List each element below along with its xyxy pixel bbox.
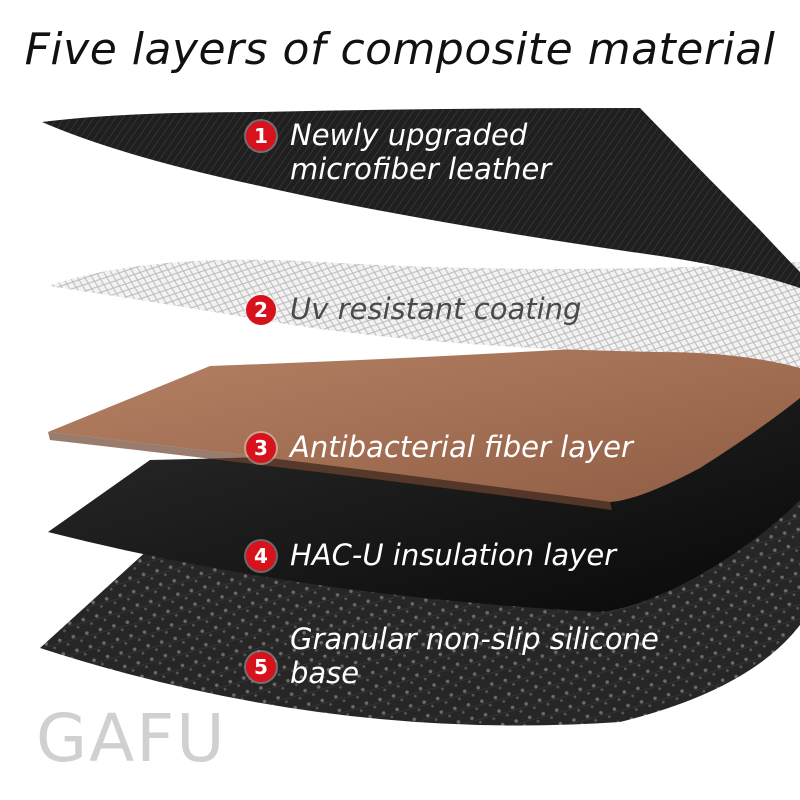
number-badge-5: 5 (246, 652, 276, 682)
layer-1-shape (42, 108, 800, 288)
number-badge-4: 4 (246, 541, 276, 571)
layer-4-text: HAC-U insulation layer (290, 538, 617, 572)
layer-5-label: 5 Granular non-slip silicone base (246, 622, 659, 690)
layer-2-shape (48, 259, 800, 368)
layer-2-text: Uv resistant coating (290, 292, 582, 326)
layer-1-label: 1 Newly upgraded microfiber leather (246, 118, 551, 186)
layer-2-label: 2 Uv resistant coating (246, 292, 581, 326)
layer-1-text: Newly upgraded microfiber leather (290, 118, 552, 186)
layer-3-text: Antibacterial fiber layer (290, 430, 633, 464)
number-badge-1: 1 (246, 121, 276, 151)
number-badge-2: 2 (246, 295, 276, 325)
page-title: Five layers of composite material (24, 24, 776, 75)
number-badge-3: 3 (246, 433, 276, 463)
layer-3-label: 3 Antibacterial fiber layer (246, 430, 633, 464)
layer-4-label: 4 HAC-U insulation layer (246, 538, 616, 572)
layer-3-shape (48, 332, 800, 502)
brand-watermark: GAFU (36, 700, 227, 777)
layer-5-text: Granular non-slip silicone base (290, 622, 659, 690)
